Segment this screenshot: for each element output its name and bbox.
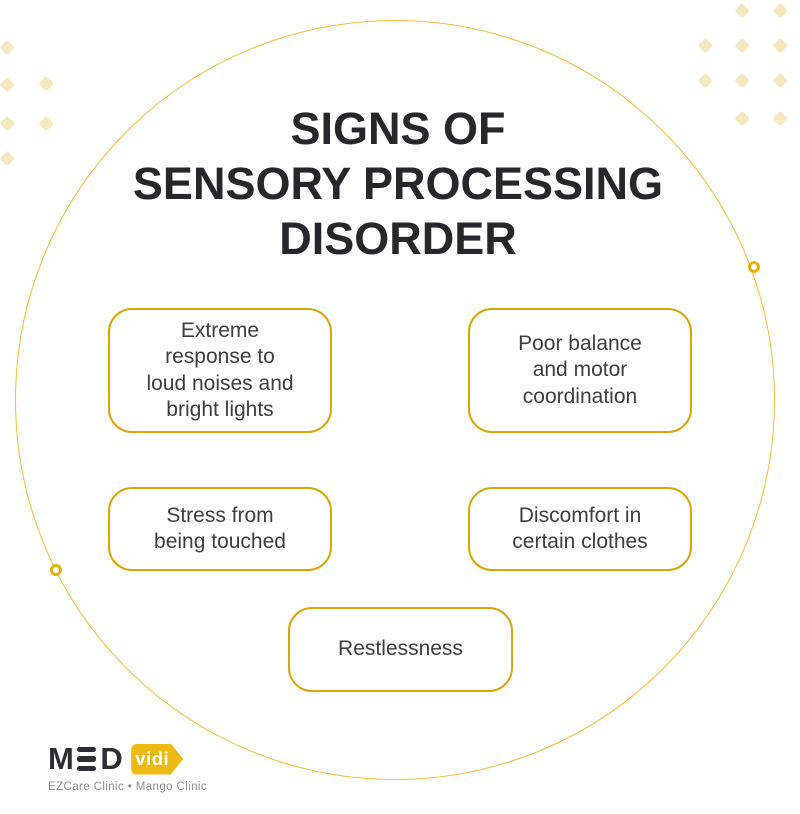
- diamond-icon: [772, 37, 788, 53]
- logo-letter-e-bars-icon: [77, 747, 97, 771]
- title-line: SENSORY PROCESSING: [132, 158, 664, 209]
- brand-logo: M D vidi EZCare Clinic • Mango Clinic: [48, 743, 208, 794]
- diamond-icon: [772, 2, 788, 18]
- sign-card-label: Restlessness: [338, 637, 463, 661]
- sign-card-label: Extreme response to loud noises and brig…: [146, 318, 294, 422]
- logo-vidi-tag: vidi: [131, 743, 184, 775]
- sign-card-stress-touch: Stress from being touched: [108, 487, 332, 571]
- diamond-icon: [697, 72, 713, 88]
- logo-vidi-label: vidi: [135, 748, 170, 769]
- diamond-icon: [734, 2, 750, 18]
- title-line: DISORDER: [279, 213, 517, 264]
- diamond-icon: [772, 72, 788, 88]
- logo-letter-m: M: [48, 741, 74, 776]
- sign-card-extreme-response: Extreme response to loud noises and brig…: [108, 308, 332, 433]
- ring-marker-icon: [748, 261, 760, 273]
- logo-tagline: EZCare Clinic • Mango Clinic: [48, 781, 208, 793]
- logo-letter-d: D: [100, 741, 123, 776]
- decorative-circle: [15, 20, 775, 780]
- page-title: SIGNS OF SENSORY PROCESSING DISORDER: [0, 101, 796, 266]
- logo-wordmark: M D vidi: [48, 743, 207, 775]
- diamond-icon: [38, 75, 54, 91]
- ring-marker-icon: [50, 564, 62, 576]
- sign-card-poor-balance: Poor balance and motor coordination: [468, 308, 692, 433]
- diamond-icon: [0, 76, 15, 92]
- diamond-icon: [697, 37, 713, 53]
- sign-card-label: Poor balance and motor coordination: [518, 331, 642, 408]
- sign-card-label: Discomfort in certain clothes: [512, 503, 648, 554]
- title-line: SIGNS OF: [290, 103, 506, 154]
- diamond-icon: [734, 37, 750, 53]
- diamond-icon: [734, 72, 750, 88]
- sign-card-restlessness: Restlessness: [288, 607, 513, 692]
- diamond-icon: [0, 39, 15, 55]
- sign-card-discomfort-clothes: Discomfort in certain clothes: [468, 487, 692, 571]
- sign-card-label: Stress from being touched: [154, 503, 286, 554]
